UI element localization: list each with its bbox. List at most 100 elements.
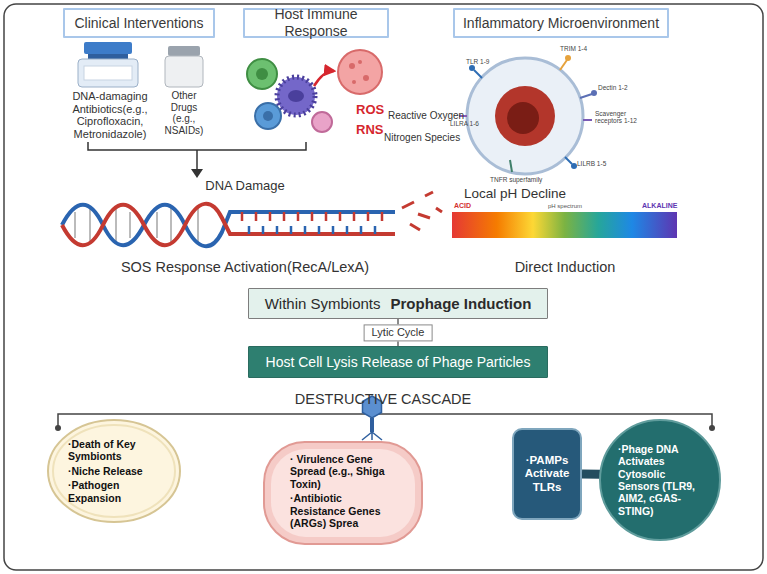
annotation-text: TRIM 1-4: [560, 45, 587, 52]
annotation-text: DNA Damage: [185, 179, 305, 194]
bottle-label: [84, 66, 132, 80]
frame-border: [4, 4, 763, 570]
annotation-text: TLR 1-9: [466, 58, 489, 65]
phage-fibers: [362, 432, 382, 440]
annotation-text: DESTRUCTIVE CASCADE: [273, 391, 493, 408]
immune-cell: [255, 103, 281, 129]
immune-cell: [277, 77, 315, 115]
cell-dot: [363, 75, 369, 81]
immune-cell: [312, 112, 332, 132]
receptor-knob: [565, 55, 571, 61]
receptor: [560, 60, 567, 70]
receptor-knob: [469, 65, 475, 71]
node-text: Host Immune Response: [245, 6, 387, 39]
annotation-text: DNA-damaging Antibiotics(e.g., Ciproflox…: [58, 90, 162, 141]
node-text: Within Symbionts: [265, 295, 381, 313]
cascade-bracket: [58, 414, 712, 428]
annotation-text: Local pH Decline: [440, 186, 590, 202]
annotation-text: Nitrogen Species: [384, 132, 460, 144]
node-text: ·Niche Release: [68, 465, 143, 477]
annotation-text: Direct Induction: [490, 259, 640, 276]
dna-fragment: [402, 192, 442, 230]
annotation-text: RNS: [356, 123, 383, 138]
annotation-text: LILRB 1-5: [577, 160, 606, 167]
node-text: Host Cell Lysis Release of Phage Particl…: [266, 354, 531, 371]
text-stack: · Virulence Gene Spread (e.g., Shiga Tox…: [262, 440, 424, 546]
text-stack: Clinical Interventions: [65, 10, 213, 36]
cell-core: [495, 86, 555, 146]
connector: [582, 470, 600, 479]
immune-cell: [247, 59, 277, 89]
cell-nucleus: [288, 90, 304, 102]
receptor: [474, 70, 482, 78]
text-stack: ·Death of Key Symbionts ·Niche Release ·Pa…: [46, 418, 182, 524]
annotation-text: ROS: [356, 103, 384, 118]
node-text: Clinical Interventions: [74, 15, 203, 32]
bacterium-cell: · Virulence Gene Spread (e.g., Shiga Tox…: [262, 440, 424, 546]
macrophage-cell: [467, 58, 583, 174]
cell-dot: [349, 63, 355, 69]
annotation-text: Scavenger receptors 1-12: [595, 110, 647, 125]
receptor-knob: [591, 90, 597, 96]
circle-shape: [48, 420, 180, 522]
dna-rung: [89, 206, 91, 244]
dna-rung: [156, 212, 158, 238]
phage-tail: [370, 418, 374, 432]
target-cell: [338, 50, 382, 94]
receptor: [580, 94, 592, 98]
dna-strand: [62, 205, 395, 246]
inner-ring: [53, 425, 175, 517]
edge-label: Lytic Cycle: [364, 324, 433, 341]
bottle-body: [165, 56, 203, 87]
text-stack: Within Symbionts Prophage Induction: [249, 289, 547, 318]
bracket-stem: [196, 150, 198, 170]
bottle-cap: [168, 46, 200, 56]
annotation-text: Dectin 1-2: [598, 84, 628, 91]
node-text: ·Antibiotic Resistance Genes (ARGs) Spre…: [290, 492, 400, 529]
sensor-circle: ·Phage DNA Activates Cytosolic Sensors (…: [598, 418, 722, 542]
node-text: · Virulence Gene Spread (e.g., Shiga Tox…: [290, 453, 400, 490]
dna-rung: [129, 212, 131, 238]
result-box: Host Cell Lysis Release of Phage Particl…: [248, 346, 548, 378]
bottle-neck: [88, 54, 128, 59]
dna-rung: [115, 206, 117, 244]
dna-rung: [170, 206, 172, 244]
cell-nucleus: [507, 102, 539, 134]
bracket-end: [55, 425, 61, 431]
bracket: [88, 142, 306, 150]
category-header: Host Immune Response: [243, 8, 389, 38]
outcome-circle: ·Death of Key Symbionts ·Niche Release ·Pa…: [46, 418, 182, 524]
category-header: Inflammatory Microenvironment: [453, 8, 669, 38]
node-text: Prophage Induction: [391, 295, 532, 313]
category-header: Clinical Interventions: [63, 8, 215, 38]
node-text: Inflammatory Microenvironment: [463, 15, 659, 32]
cell-nucleus: [256, 68, 268, 80]
cell-wall: [264, 442, 422, 544]
dna-rung: [74, 212, 76, 238]
ros-arrow: [314, 71, 334, 86]
node-text: ·Pathogen Expansion: [68, 479, 168, 504]
receptor: [583, 119, 592, 121]
dna-strand: [62, 204, 395, 245]
receptor: [565, 157, 572, 164]
text-stack: Inflammatory Microenvironment: [455, 10, 667, 36]
node-text: ·Death of Key Symbionts: [68, 438, 168, 463]
bracket-end: [709, 425, 715, 431]
annotation-text: LILRA 1-6: [450, 120, 479, 127]
receptor-knob: [571, 163, 577, 169]
process-box: Within Symbionts Prophage Induction: [248, 288, 548, 319]
bottle-body: [78, 59, 138, 87]
ph-spectrum-bar: [452, 212, 677, 238]
text-stack: ·Phage DNA Activates Cytosolic Sensors (…: [598, 418, 722, 542]
text-stack: Host Immune Response: [245, 10, 387, 36]
annotation-text: Other Drugs (e.g., NSAIDs): [158, 90, 210, 136]
dna-base: [249, 226, 375, 234]
annotation-text: pH spectrum: [540, 203, 590, 210]
dna-base: [242, 212, 382, 221]
text-stack: Host Cell Lysis Release of Phage Particl…: [249, 347, 547, 377]
annotation-text: SOS Response Activation(RecA/LexA): [85, 259, 405, 276]
annotation-text: ACID: [454, 202, 471, 210]
